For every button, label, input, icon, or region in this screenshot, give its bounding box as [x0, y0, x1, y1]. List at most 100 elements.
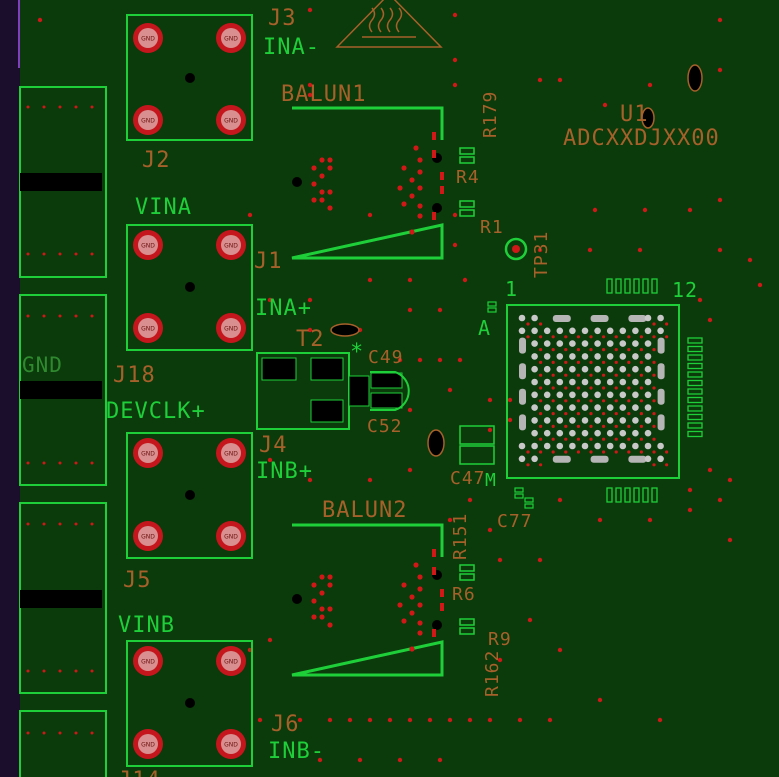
via: [487, 717, 493, 723]
t2-pads[interactable]: [261, 357, 344, 423]
decoupling-cap: [651, 278, 658, 294]
gnd-pad[interactable]: GND: [216, 105, 246, 135]
hot-surface-warning-icon: [335, 0, 443, 48]
bga-ball: [581, 442, 589, 450]
bga-via: [652, 412, 656, 416]
c49-c52-footprint[interactable]: [348, 371, 410, 411]
balun-pad: [409, 646, 415, 652]
via: [407, 467, 413, 473]
bga-ball: [581, 327, 589, 335]
polarized-cap-marker: [427, 429, 445, 457]
balun-pad: [327, 205, 333, 211]
bga-ball: [644, 404, 652, 411]
balun2-pad-array[interactable]: [292, 549, 444, 652]
via: [642, 207, 648, 213]
bga-ball: [632, 353, 639, 360]
via: [42, 461, 46, 465]
bga-ball: [543, 391, 551, 399]
u1-bga-array[interactable]: [518, 314, 669, 467]
bga-via: [627, 360, 631, 364]
balun-smd: [440, 186, 444, 194]
connector-labels: J3 INA- J2 VINA J1 INA+ J18 DEVCLK+ J4 I…: [106, 6, 324, 777]
bga-pad-oval: [657, 363, 665, 380]
via: [452, 12, 458, 18]
sma-pads[interactable]: GND GND GND GND GND GND GND GND GND GND GND GND GND G…: [133, 23, 246, 759]
bga-via: [551, 450, 555, 454]
via: [597, 517, 603, 523]
via: [26, 461, 30, 465]
t2-ref: T2: [296, 327, 325, 352]
bga-via: [589, 450, 593, 454]
bga-via: [627, 335, 631, 339]
gnd-pad[interactable]: GND: [133, 729, 163, 759]
gnd-pad[interactable]: GND: [133, 230, 163, 260]
via: [587, 247, 593, 253]
bga-ball: [531, 442, 538, 450]
bga-ball: [644, 391, 652, 399]
decoupling-cap: [687, 345, 703, 353]
gnd-pad[interactable]: GND: [216, 521, 246, 551]
bga-via: [602, 373, 606, 377]
gnd-pad[interactable]: GND: [133, 521, 163, 551]
bga-ball: [594, 340, 601, 347]
bga-pad-oval: [519, 363, 526, 380]
gnd-pad[interactable]: GND: [133, 23, 163, 53]
gnd-pad[interactable]: GND: [216, 646, 246, 676]
bga-ball: [619, 378, 627, 386]
via: [307, 92, 313, 98]
balun-pad: [311, 598, 317, 604]
bga-ball: [606, 378, 614, 386]
u1-row-a-label: A: [478, 316, 491, 340]
r179-pad: [459, 156, 475, 164]
gnd-pad[interactable]: GND: [216, 230, 246, 260]
bga-ball: [556, 365, 564, 373]
gnd-pad[interactable]: GND: [216, 313, 246, 343]
bga-ball: [632, 404, 639, 411]
bga-via: [539, 386, 543, 390]
gnd-pad[interactable]: GND: [133, 438, 163, 468]
decoupling-cap: [687, 362, 703, 370]
gnd-net-label: GND: [22, 353, 63, 377]
gnd-pad[interactable]: GND: [133, 313, 163, 343]
via: [367, 212, 373, 218]
bga-via: [665, 450, 669, 454]
j5-net: VINB: [118, 613, 175, 638]
bga-pad-oval: [657, 414, 665, 431]
bga-ball: [644, 429, 652, 437]
gnd-pad[interactable]: GND: [216, 438, 246, 468]
bga-ball: [632, 429, 639, 437]
via: [717, 67, 723, 73]
bga-ball: [657, 442, 664, 450]
bga-via: [564, 399, 568, 403]
via: [74, 461, 78, 465]
bga-ball: [531, 327, 538, 335]
bga-via: [614, 386, 618, 390]
bga-via: [576, 399, 581, 403]
bga-ball: [518, 327, 526, 335]
balun-pad: [417, 203, 423, 209]
decoupling-cap: [633, 278, 640, 294]
balun2-outline: [291, 523, 444, 677]
bga-pad-oval: [628, 455, 647, 463]
via: [267, 297, 273, 303]
bga-via: [539, 322, 543, 326]
bga-ball: [531, 378, 538, 386]
balun-hole: [432, 203, 442, 213]
balun-hole: [292, 594, 302, 604]
gnd-pad[interactable]: GND: [133, 646, 163, 676]
via: [427, 717, 433, 723]
c47-footprint[interactable]: [459, 425, 495, 465]
bga-via: [627, 437, 631, 441]
gnd-pad[interactable]: GND: [216, 729, 246, 759]
gnd-pad[interactable]: GND: [216, 23, 246, 53]
resistor-footprints[interactable]: [459, 147, 475, 635]
gnd-pad[interactable]: GND: [133, 105, 163, 135]
u1-side-components[interactable]: [487, 278, 703, 509]
balun-pad: [319, 590, 325, 596]
bga-via: [539, 335, 543, 339]
test-point-icon[interactable]: [504, 237, 528, 261]
balun1-pad-array[interactable]: [292, 132, 444, 235]
decoupling-cap: [687, 405, 703, 412]
bga-via: [614, 348, 618, 352]
